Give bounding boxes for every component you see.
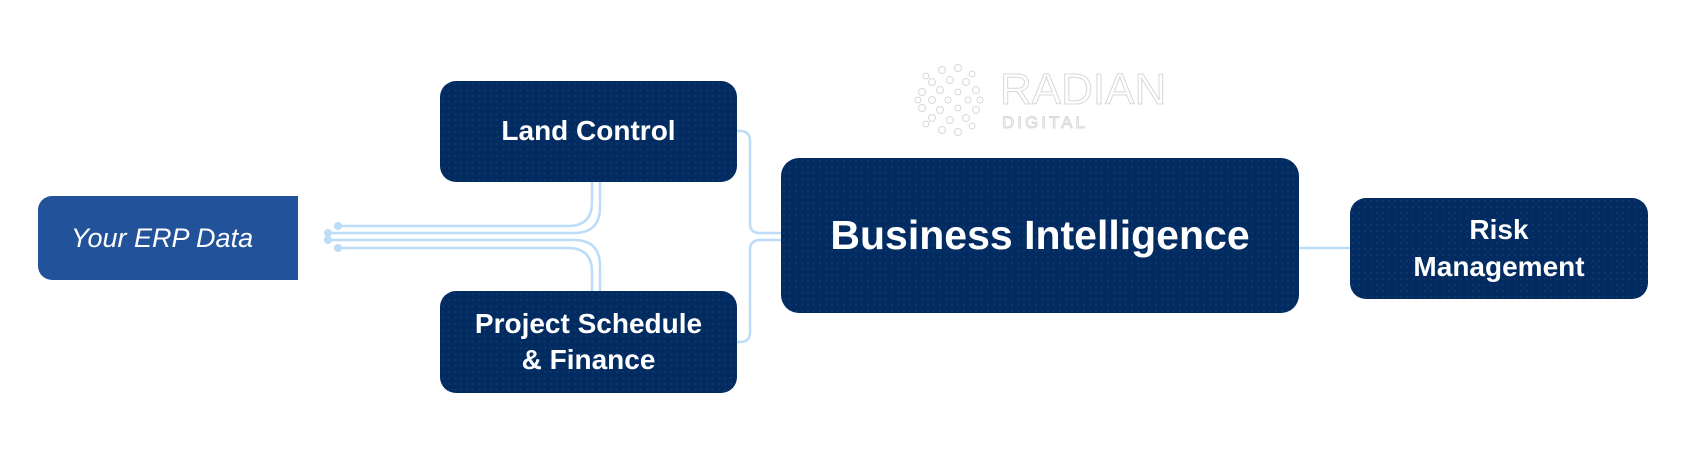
connector-erp-land-2 [328,182,602,235]
risk-management-label: Risk Management [1413,214,1585,282]
connector-land-bi [737,129,781,235]
project-schedule-finance-label: Project Schedule & Finance [474,307,703,375]
erp-data-source: Your ERP Data [38,196,298,280]
business-intelligence-label: Business Intelligence [830,211,1250,258]
erp-data-label: Your ERP Data [71,222,254,253]
land-control-label: Land Control [501,115,676,147]
connector-project-bi [737,238,781,344]
radian-digital-logo: RADIAN DIGITAL [910,60,1180,140]
logo-name: RADIAN [1000,65,1166,114]
connector-erp-project-1 [328,238,602,291]
land-control-node: Land Control [440,81,737,182]
radian-dots-icon: RADIAN DIGITAL [914,64,1167,136]
connector-node-dot [324,229,332,237]
connector-erp-project-2 [338,246,594,291]
risk-management-node: Risk Management [1350,198,1648,299]
connector-node-dot [334,222,342,230]
connector-node-dot [324,236,332,244]
connector-erp-land-1 [338,182,594,228]
project-schedule-finance-node: Project Schedule & Finance [440,291,737,393]
logo-sub: DIGITAL [1002,113,1088,132]
connector-node-dot [334,244,342,252]
business-intelligence-node: Business Intelligence [781,158,1299,313]
